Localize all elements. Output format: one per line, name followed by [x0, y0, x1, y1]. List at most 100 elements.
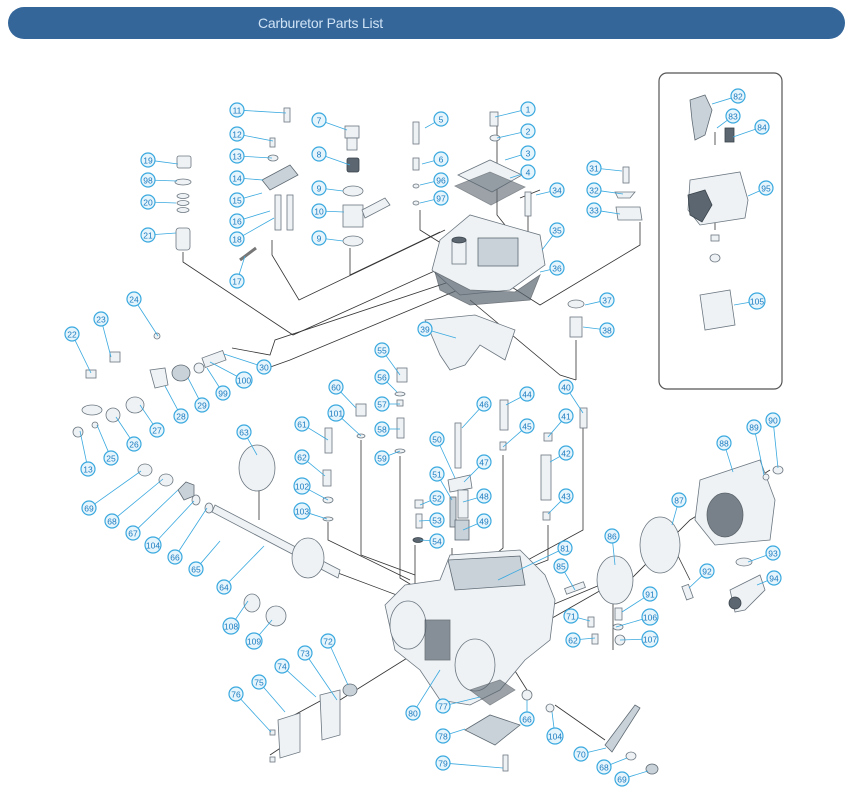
callout-part-54[interactable]: 54: [419, 533, 445, 549]
callout-part-51[interactable]: 51: [429, 466, 453, 501]
callout-part-5[interactable]: 5: [424, 111, 449, 129]
callout-part-68[interactable]: 68: [104, 478, 164, 529]
callout-part-33[interactable]: 33: [586, 202, 621, 218]
callout-part-9[interactable]: 9: [311, 230, 344, 246]
callout-part-63[interactable]: 63: [236, 424, 258, 456]
callout-part-49[interactable]: 49: [462, 513, 492, 531]
callout-part-9[interactable]: 9: [311, 180, 344, 196]
callout-part-23[interactable]: 23: [93, 311, 112, 358]
callout-part-36[interactable]: 36: [539, 260, 565, 276]
callout-part-79[interactable]: 79: [435, 755, 504, 771]
callout-part-71[interactable]: 71: [563, 608, 591, 624]
callout-part-46[interactable]: 46: [461, 396, 492, 429]
callout-part-32[interactable]: 32: [586, 182, 624, 198]
callout-part-11[interactable]: 11: [229, 102, 287, 118]
callout-part-104[interactable]: 104: [144, 500, 195, 554]
callout-part-69[interactable]: 69: [614, 770, 649, 787]
callout-part-6[interactable]: 6: [421, 151, 449, 167]
callout-part-35[interactable]: 35: [541, 222, 565, 251]
callout-part-60[interactable]: 60: [328, 379, 357, 409]
callout-part-85[interactable]: 85: [553, 558, 576, 591]
callout-part-101[interactable]: 101: [327, 404, 362, 437]
callout-part-102[interactable]: 102: [293, 477, 329, 501]
callout-part-48[interactable]: 48: [462, 488, 492, 504]
callout-part-93[interactable]: 93: [747, 545, 781, 563]
callout-part-109[interactable]: 109: [245, 619, 273, 650]
callout-part-66[interactable]: 66: [519, 700, 535, 727]
callout-part-28[interactable]: 28: [164, 385, 189, 424]
callout-part-3[interactable]: 3: [504, 145, 536, 161]
callout-part-34[interactable]: 34: [535, 182, 565, 198]
callout-part-45[interactable]: 45: [502, 418, 535, 448]
callout-part-97[interactable]: 97: [419, 190, 449, 206]
callout-part-42[interactable]: 42: [549, 445, 574, 463]
callout-part-19[interactable]: 19: [140, 152, 179, 168]
callout-part-94[interactable]: 94: [756, 570, 782, 586]
callout-part-1[interactable]: 1: [494, 101, 536, 118]
callout-part-70[interactable]: 70: [573, 746, 607, 762]
callout-part-56[interactable]: 56: [374, 369, 398, 393]
callout-part-59[interactable]: 59: [374, 450, 401, 466]
callout-part-2[interactable]: 2: [496, 123, 536, 139]
callout-part-47[interactable]: 47: [463, 454, 492, 483]
callout-part-75[interactable]: 75: [251, 674, 286, 713]
callout-part-68[interactable]: 68: [596, 757, 628, 775]
callout-part-105[interactable]: 105: [733, 292, 766, 310]
callout-part-39[interactable]: 39: [417, 321, 457, 339]
callout-part-44[interactable]: 44: [505, 386, 535, 406]
callout-part-103[interactable]: 103: [293, 502, 328, 520]
callout-part-64[interactable]: 64: [216, 545, 265, 595]
callout-part-22[interactable]: 22: [64, 326, 92, 374]
callout-part-91[interactable]: 91: [621, 586, 658, 613]
callout-part-89[interactable]: 89: [746, 419, 765, 476]
callout-part-8[interactable]: 8: [311, 146, 351, 166]
callout-part-26[interactable]: 26: [115, 416, 142, 452]
callout-part-104[interactable]: 104: [546, 711, 564, 745]
callout-part-76[interactable]: 76: [228, 686, 272, 733]
callout-part-21[interactable]: 21: [140, 227, 177, 243]
callout-part-15[interactable]: 15: [229, 192, 263, 208]
callout-part-92[interactable]: 92: [688, 563, 715, 589]
callout-part-31[interactable]: 31: [586, 160, 623, 176]
callout-part-96[interactable]: 96: [419, 172, 449, 188]
callout-part-40[interactable]: 40: [558, 379, 584, 414]
callout-part-12[interactable]: 12: [229, 126, 274, 142]
callout-part-62[interactable]: 62: [565, 632, 596, 648]
callout-part-14[interactable]: 14: [229, 170, 264, 186]
callout-part-107[interactable]: 107: [619, 630, 659, 648]
callout-part-78[interactable]: 78: [435, 728, 466, 744]
callout-part-82[interactable]: 82: [711, 88, 746, 105]
callout-part-25[interactable]: 25: [96, 424, 119, 466]
callout-part-74[interactable]: 74: [274, 658, 317, 698]
callout-part-80[interactable]: 80: [405, 669, 441, 721]
callout-part-13[interactable]: 13: [229, 148, 273, 164]
callout-part-37[interactable]: 37: [584, 292, 615, 308]
callout-part-53[interactable]: 53: [418, 512, 445, 528]
callout-part-30[interactable]: 30: [223, 353, 272, 375]
callout-part-20[interactable]: 20: [140, 194, 177, 210]
callout-part-84[interactable]: 84: [732, 119, 770, 138]
callout-part-4[interactable]: 4: [509, 164, 536, 180]
callout-part-67[interactable]: 67: [125, 489, 179, 541]
callout-part-7[interactable]: 7: [311, 112, 348, 131]
callout-part-62[interactable]: 62: [294, 449, 326, 477]
callout-part-17[interactable]: 17: [229, 255, 246, 289]
callout-part-50[interactable]: 50: [429, 431, 456, 479]
callout-part-77[interactable]: 77: [435, 696, 481, 714]
callout-part-100[interactable]: 100: [209, 361, 253, 389]
callout-part-108[interactable]: 108: [222, 600, 249, 635]
callout-part-38[interactable]: 38: [582, 322, 615, 338]
callout-part-57[interactable]: 57: [374, 396, 400, 412]
callout-part-69[interactable]: 69: [81, 470, 142, 516]
callout-part-24[interactable]: 24: [126, 291, 159, 337]
callout-part-52[interactable]: 52: [419, 490, 445, 506]
callout-part-99[interactable]: 99: [206, 367, 231, 401]
callout-part-18[interactable]: 18: [229, 217, 275, 247]
callout-part-61[interactable]: 61: [294, 416, 329, 441]
callout-part-83[interactable]: 83: [716, 108, 741, 129]
callout-part-27[interactable]: 27: [139, 404, 165, 438]
callout-part-16[interactable]: 16: [229, 210, 271, 229]
callout-part-88[interactable]: 88: [716, 435, 734, 473]
callout-part-10[interactable]: 10: [311, 203, 345, 219]
callout-part-58[interactable]: 58: [374, 421, 400, 437]
